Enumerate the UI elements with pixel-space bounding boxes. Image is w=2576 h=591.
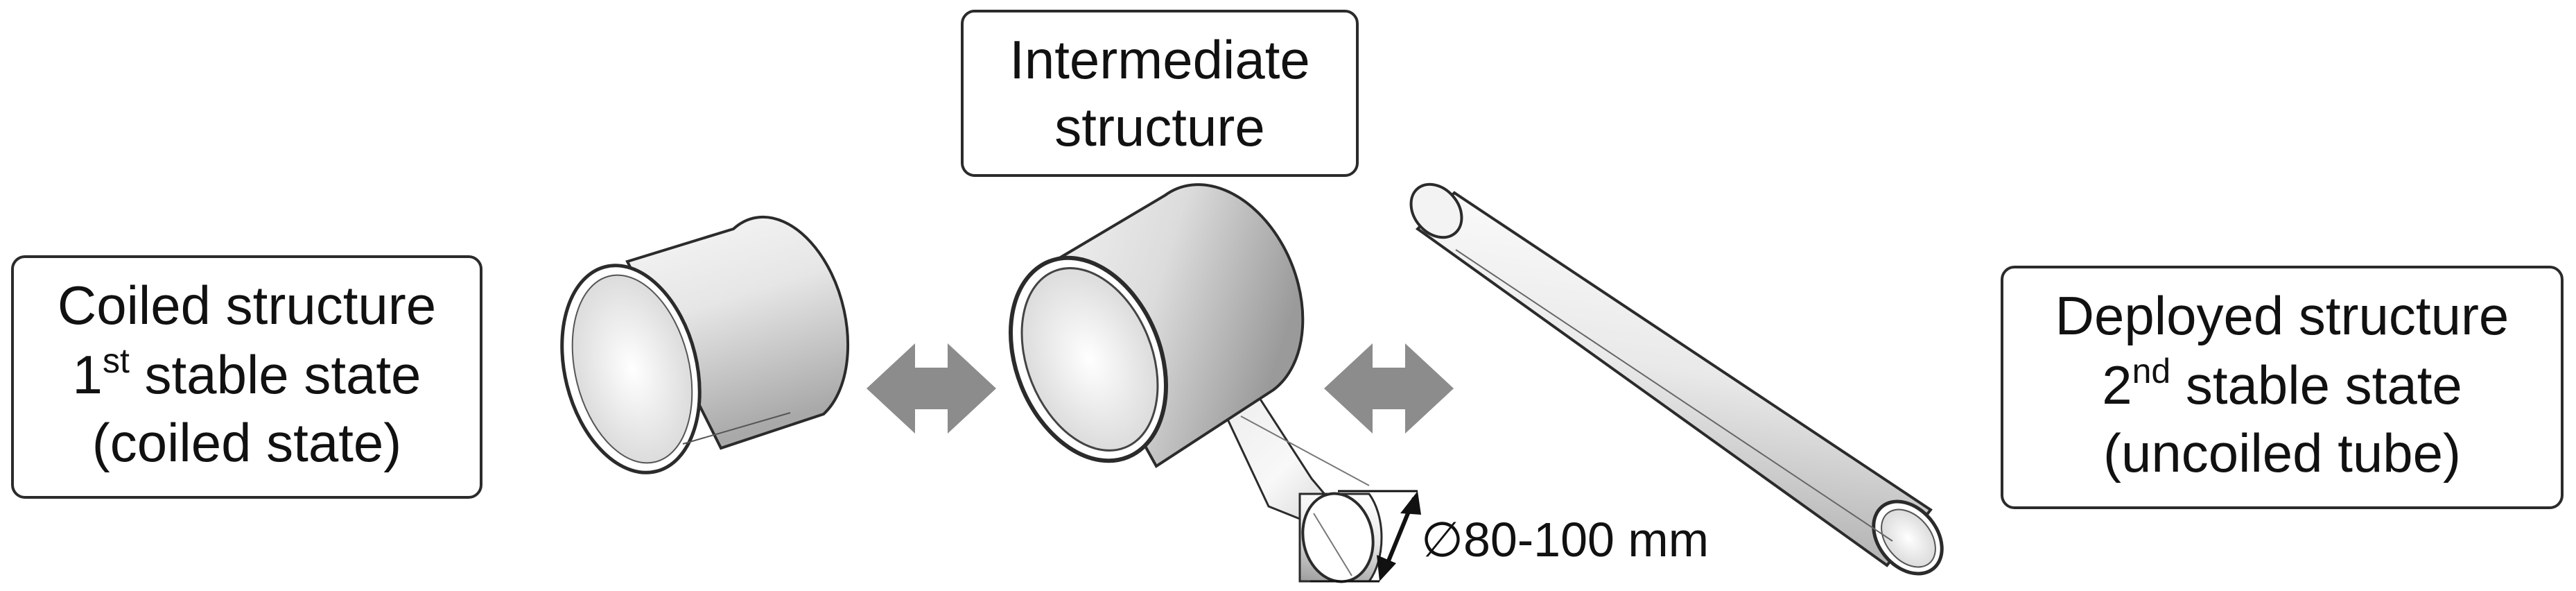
intermediate-line2: structure	[1054, 96, 1264, 157]
intermediate-structure-illustration	[1009, 183, 1383, 583]
diameter-symbol: ∅	[1421, 513, 1463, 567]
double-headed-arrow-icon	[867, 343, 996, 434]
double-headed-arrow-icon	[1324, 343, 1454, 434]
intermediate-line1: Intermediate	[1009, 29, 1310, 90]
coiled-line2: 1st stable state	[73, 341, 421, 405]
deployed-line1: Deployed structure	[2055, 285, 2509, 346]
deployed-line3: (uncoiled tube)	[2103, 422, 2461, 483]
diameter-dimension: ∅80-100 mm	[1310, 490, 1709, 583]
deployed-line2: 2nd stable state	[2102, 352, 2462, 416]
deployed-structure-label: Deployed structure 2nd stable state (unc…	[2001, 266, 2564, 509]
coiled-structure-label: Coiled structure 1st stable state (coile…	[11, 255, 482, 499]
intermediate-structure-label: Intermediate structure	[961, 10, 1359, 177]
diameter-value: ∅80-100 mm	[1421, 513, 1709, 567]
coiled-line1: Coiled structure	[58, 275, 436, 336]
coiled-cylinder-illustration	[560, 215, 850, 474]
deployed-tube-illustration	[1409, 182, 1944, 576]
coiled-line3: (coiled state)	[92, 412, 402, 473]
